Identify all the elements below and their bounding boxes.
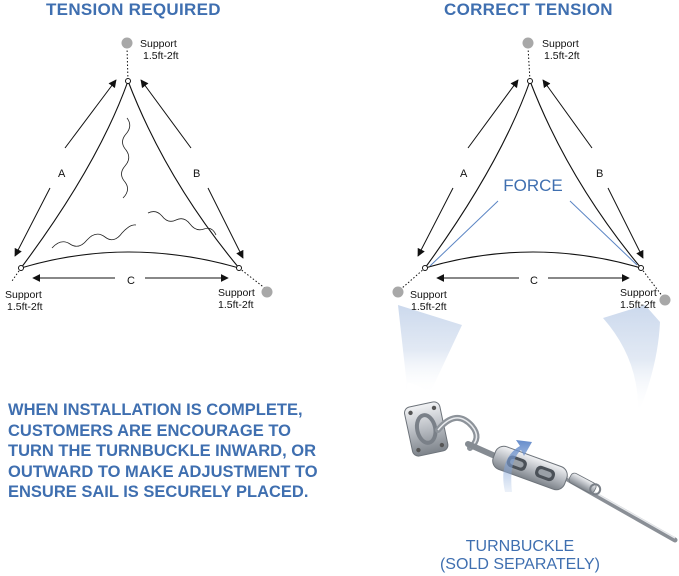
rotation-arrow-icon: [503, 440, 532, 492]
right-side-label-b: B: [596, 168, 603, 180]
caption-note: (SOLD SEPARATELY): [439, 556, 601, 573]
threaded-rod: [465, 441, 498, 459]
right-side-label-c: C: [530, 275, 538, 287]
right-right-support-label: Support: [620, 287, 657, 299]
left-arrow-a-down: [14, 187, 51, 257]
left-left-corner-ring: [18, 265, 24, 271]
left-arrow-a-up: [64, 79, 117, 149]
wire-cable: [545, 465, 678, 543]
left-wrinkle-bottom-left: [51, 224, 137, 249]
instruction-line-2: CUSTOMERS ARE ENCOURAGE TO: [8, 421, 291, 440]
left-top-support-post: [121, 37, 133, 49]
force-label: FORCE: [503, 176, 563, 195]
instruction-line-1: WHEN INSTALLATION IS COMPLETE,: [8, 401, 303, 419]
left-right-corner-ring: [236, 265, 242, 271]
turnbuckle-illustration: [404, 401, 678, 543]
left-right-support-size: 1.5ft-2ft: [218, 299, 254, 311]
left-sail-diagram: Support 1.5ft-2ft Support 1.5ft-2ft Supp…: [5, 37, 273, 313]
right-left-support-label: Support: [410, 289, 447, 301]
right-sail-edge-a: [424, 80, 531, 269]
right-top-support-size: 1.5ft-2ft: [544, 50, 580, 62]
left-side-label-b: B: [193, 168, 200, 180]
instruction-line-5: ENSURE SAIL IS SECURELY PLACED.: [8, 483, 309, 501]
left-left-support-label: Support: [5, 289, 42, 301]
right-right-glow-beam: [603, 305, 660, 414]
right-arrow-a-down: [417, 187, 454, 257]
right-top-support-post: [522, 37, 534, 49]
left-wrinkle-vertical: [121, 117, 131, 199]
right-left-guy-line: [400, 267, 426, 290]
left-right-support-post: [261, 286, 273, 298]
right-side-label-a: A: [460, 168, 468, 180]
right-right-support-size: 1.5ft-2ft: [620, 299, 656, 311]
right-top-support-label: Support: [542, 38, 579, 50]
correct-tension-heading: CORRECT TENSION: [444, 0, 613, 19]
left-top-corner-ring: [125, 78, 131, 84]
right-left-corner-ring: [422, 265, 428, 271]
right-top-corner-ring: [527, 78, 533, 84]
turnbuckle-hook-highlight: [437, 417, 478, 449]
instruction-line-3: TURN THE TURNBUCKLE INWARD, OR: [8, 442, 316, 460]
right-right-support-post: [659, 294, 671, 306]
eye-plate: [404, 401, 449, 457]
right-arrow-a-up: [467, 79, 519, 149]
swaged-end: [568, 472, 602, 496]
left-right-support-label: Support: [218, 287, 255, 299]
left-side-label-a: A: [58, 168, 66, 180]
left-wrinkle-bottom-right: [147, 211, 217, 236]
turnbuckle-body: [492, 445, 568, 491]
left-side-label-c: C: [127, 275, 135, 287]
left-arrow-b-down: [207, 187, 244, 259]
caption-title: TURNBUCKLE: [465, 538, 575, 555]
right-left-support-post: [392, 286, 404, 298]
right-top-guy-line: [527, 46, 531, 82]
left-arrow-b-up: [140, 79, 192, 149]
left-left-guy-line: [11, 267, 22, 282]
right-sail-diagram: FORCE Support 1.5ft-2ft Support 1.5ft-2f…: [392, 37, 671, 414]
tension-required-heading: TENSION REQUIRED: [46, 0, 221, 19]
left-top-support-label: Support: [140, 38, 177, 50]
left-top-support-size: 1.5ft-2ft: [143, 50, 179, 62]
left-left-support-size: 1.5ft-2ft: [7, 301, 43, 313]
right-arrow-b-up: [542, 79, 593, 149]
left-sail-edge-b: [127, 80, 240, 269]
turnbuckle-caption: TURNBUCKLE (SOLD SEPARATELY): [420, 538, 620, 574]
right-right-corner-ring: [638, 265, 644, 271]
left-top-guy-line: [126, 46, 129, 82]
instruction-line-4: OUTWARD TO MAKE ADJUSTMENT TO: [8, 462, 318, 481]
installation-instructions: WHEN INSTALLATION IS COMPLETE, CUSTOMERS…: [8, 400, 378, 503]
right-left-glow-beam: [398, 305, 462, 395]
left-sail-edge-c: [20, 251, 240, 269]
right-force-line-right: [569, 200, 638, 266]
left-sail-edge-a: [20, 80, 129, 269]
right-arrow-b-down: [607, 187, 644, 259]
right-sail-edge-b: [529, 80, 642, 269]
left-right-guy-line: [238, 267, 267, 290]
right-right-guy-line: [640, 267, 664, 298]
right-left-support-size: 1.5ft-2ft: [411, 301, 447, 313]
right-force-line-left: [429, 200, 499, 267]
right-sail-edge-c: [424, 251, 642, 269]
